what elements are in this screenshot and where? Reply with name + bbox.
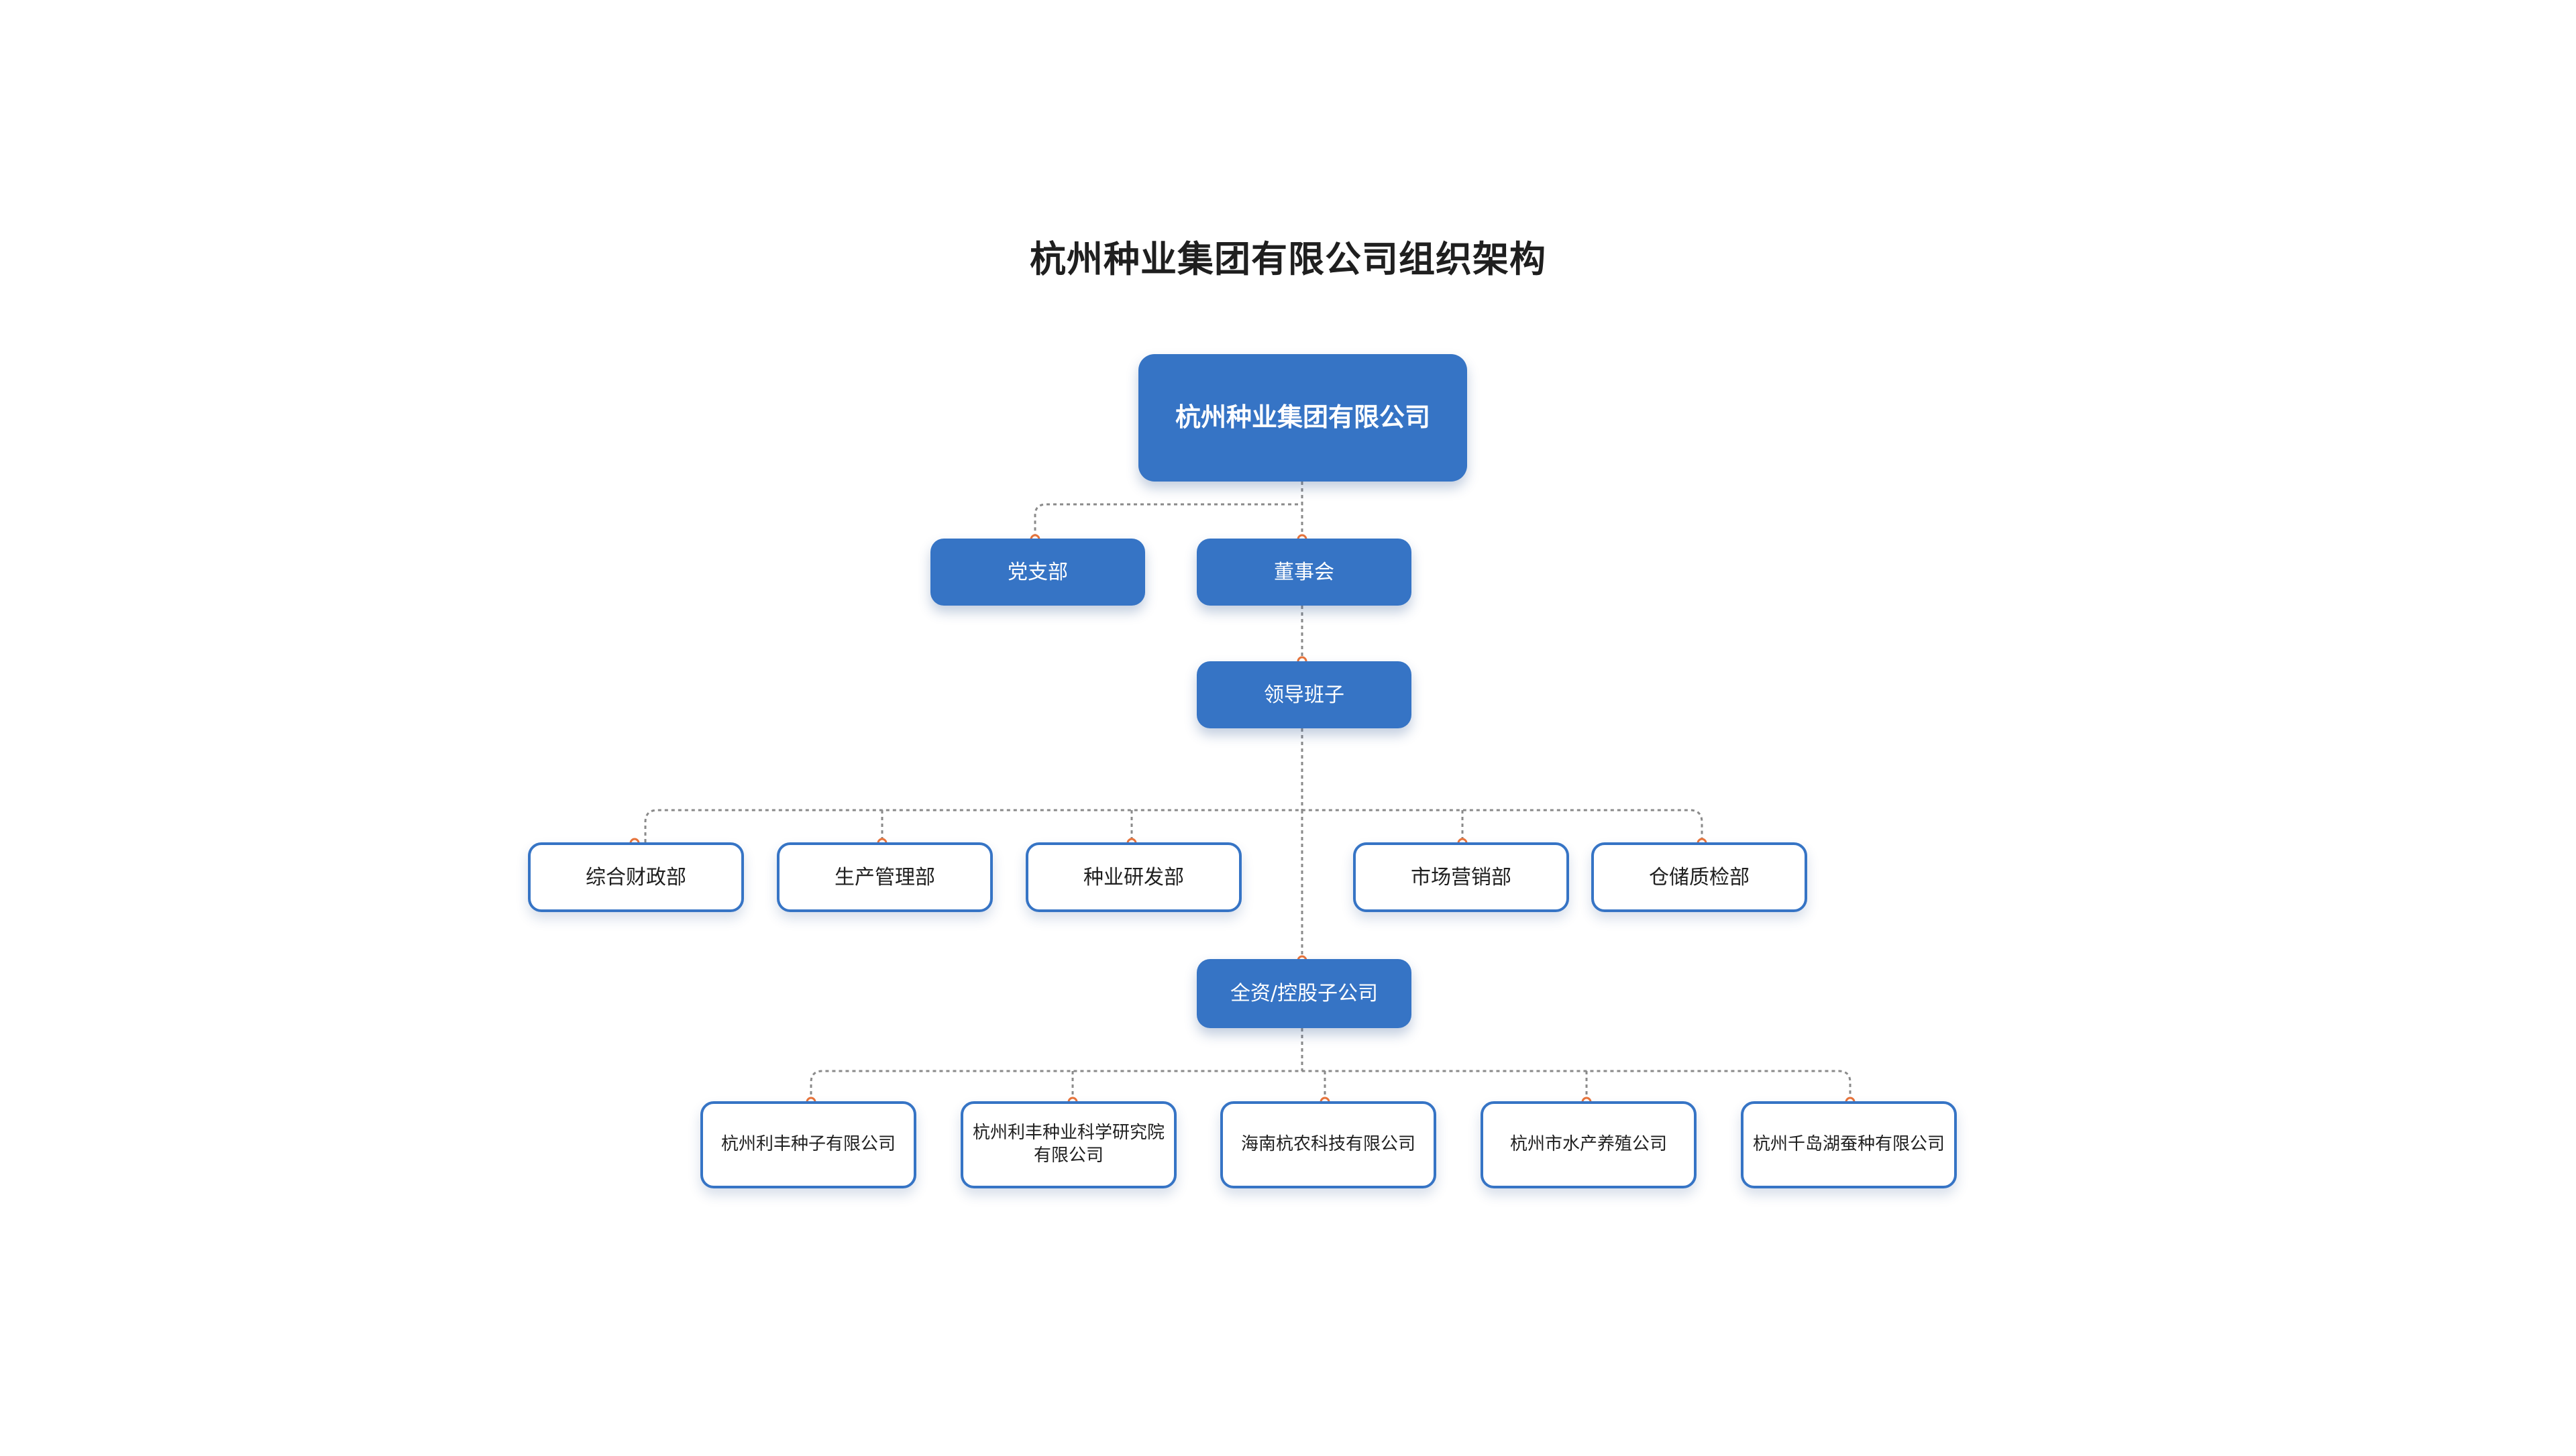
- connector-root-party: [1034, 482, 1303, 539]
- node-subsidiary: 杭州市水产养殖公司: [1481, 1101, 1697, 1188]
- node-subsidiary: 杭州千岛湖蚕种有限公司: [1741, 1101, 1957, 1188]
- node-department: 市场营销部: [1353, 842, 1569, 912]
- chart-title: 杭州种业集团有限公司组织架构: [1030, 238, 1546, 280]
- node-subsidiary: 杭州利丰种业科学研究院 有限公司: [961, 1101, 1177, 1188]
- node-department: 种业研发部: [1026, 842, 1242, 912]
- connector-subsidiaries-bus: [810, 1070, 1851, 1101]
- node-department: 综合财政部: [528, 842, 744, 912]
- node-party-branch: 党支部: [930, 539, 1145, 606]
- node-subsidiary: 海南杭农科技有限公司: [1220, 1101, 1436, 1188]
- node-subsidiary: 杭州利丰种子有限公司: [700, 1101, 916, 1188]
- node-department: 仓储质检部: [1591, 842, 1807, 912]
- node-root-company: 杭州种业集团有限公司: [1138, 354, 1467, 482]
- node-board: 董事会: [1197, 539, 1411, 606]
- connector-departments-bus: [644, 809, 1703, 842]
- node-leadership: 领导班子: [1197, 661, 1411, 728]
- node-subsidiaries-group: 全资/控股子公司: [1197, 959, 1411, 1028]
- node-department: 生产管理部: [777, 842, 993, 912]
